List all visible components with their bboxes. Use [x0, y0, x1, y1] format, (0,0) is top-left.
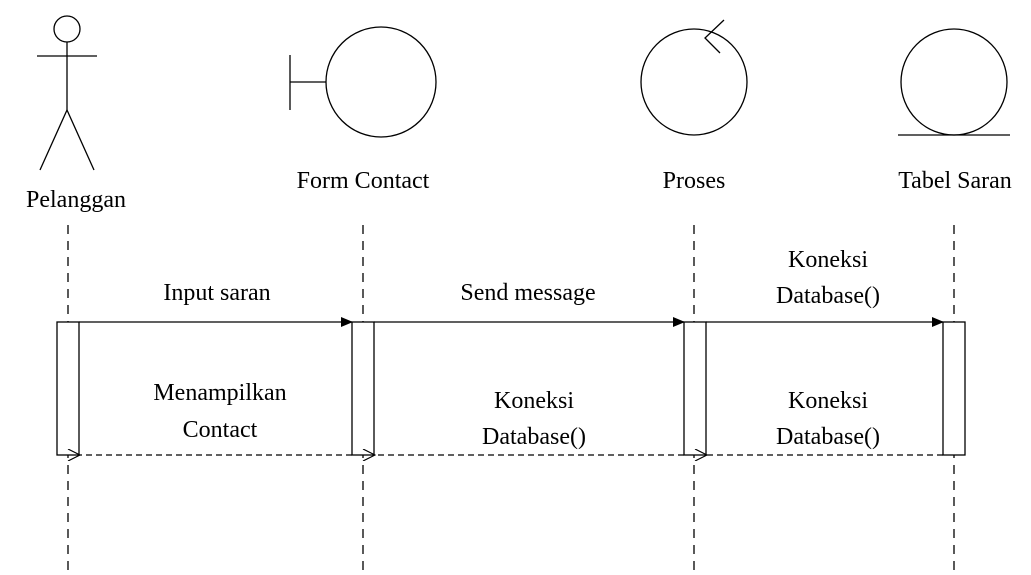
entity-icon [898, 28, 1010, 136]
participant-label-pelanggan: Pelanggan [26, 187, 126, 213]
message-label-koneksi-line1: Koneksi [788, 247, 868, 273]
message-label-send-message: Send message [460, 280, 595, 306]
message-label-input-saran: Input saran [163, 280, 270, 306]
participant-label-proses: Proses [663, 168, 726, 194]
message-label-koneksi-line2: Database() [776, 283, 880, 309]
return-label-koneksi-proses-line2: Database() [482, 424, 586, 450]
participant-label-tabel-saran: Tabel Saran [898, 168, 1012, 194]
activation-bar-tabel-saran [942, 321, 966, 456]
return-label-koneksi-tabel-line2: Database() [776, 424, 880, 450]
activation-bar-pelanggan [56, 321, 80, 456]
control-icon [640, 19, 748, 136]
actor-icon [37, 15, 97, 171]
activation-bar-proses [683, 321, 707, 456]
participant-label-form-contact: Form Contact [297, 168, 430, 194]
return-label-koneksi-tabel-line1: Koneksi [788, 388, 868, 414]
return-label-menampilkan-line2: Contact [183, 417, 258, 443]
return-label-menampilkan-line1: Menampilkan [153, 380, 286, 406]
activation-bar-form-contact [351, 321, 375, 456]
return-label-koneksi-proses-line1: Koneksi [494, 388, 574, 414]
boundary-icon [289, 26, 437, 138]
